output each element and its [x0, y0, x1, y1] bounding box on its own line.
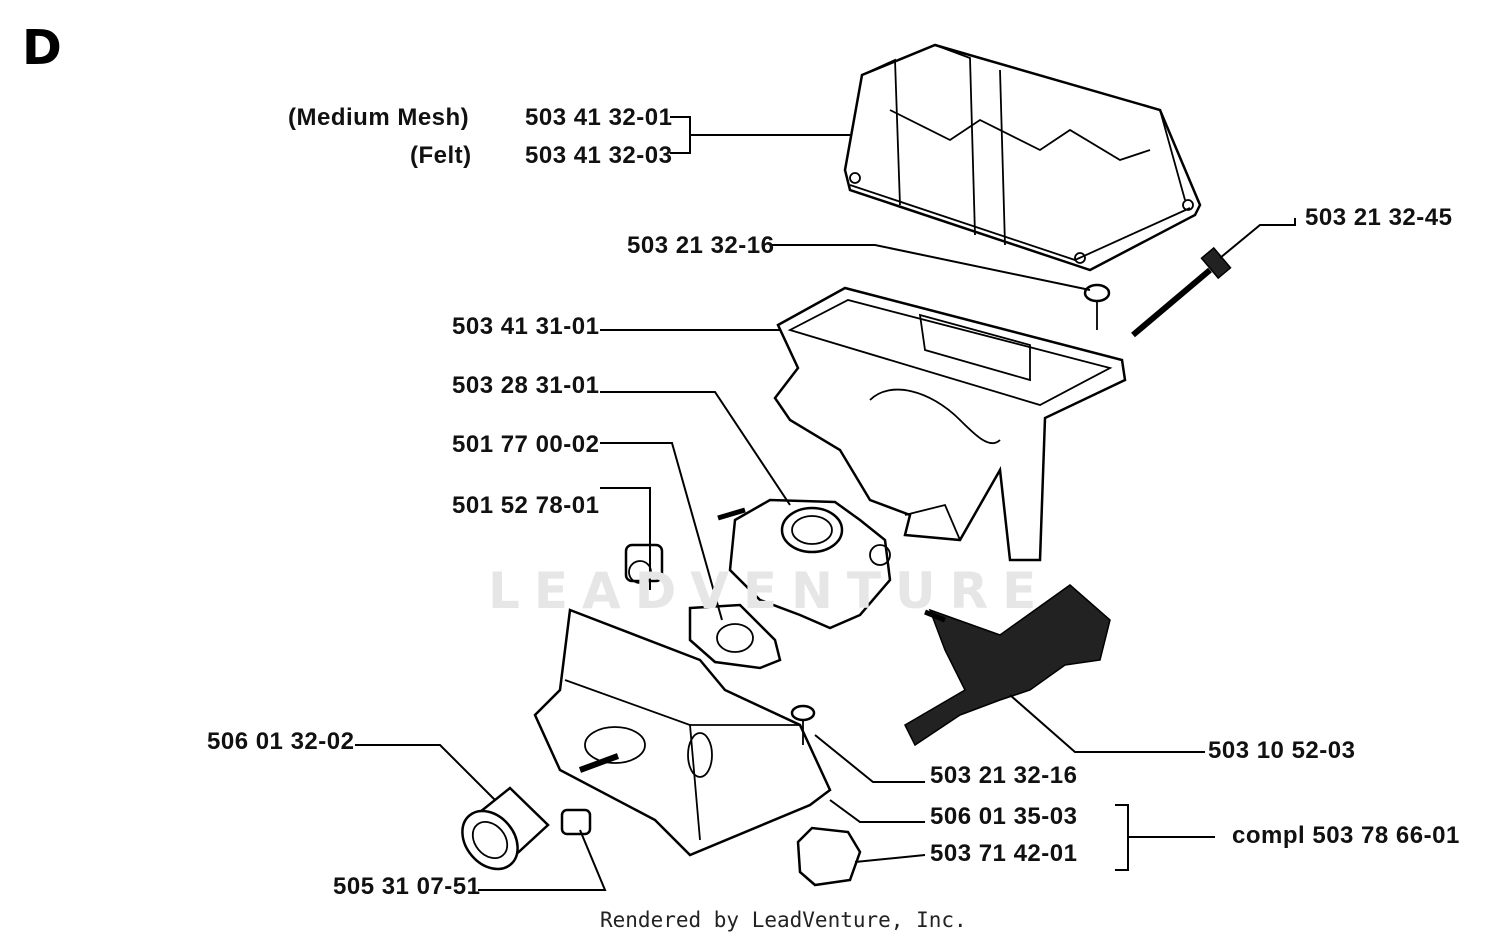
- air-filter-part: [843, 43, 1202, 272]
- long-bolt-part: [1131, 246, 1232, 338]
- carb-housing-part: [533, 608, 832, 857]
- callout-bushing[interactable]: 506 01 32-02: [207, 728, 355, 755]
- callout-nut[interactable]: 501 52 78-01: [452, 492, 600, 519]
- callout-filter-felt[interactable]: 503 41 32-03: [525, 142, 673, 169]
- leader-lines: [355, 116, 1296, 891]
- callout-filter-medium[interactable]: 503 41 32-01: [525, 104, 673, 131]
- callout-filter-felt-note: (Felt): [410, 142, 472, 169]
- sleeve-part: [560, 808, 592, 836]
- callout-filter-medium-note: (Medium Mesh): [288, 104, 470, 131]
- section-letter: D: [22, 20, 62, 76]
- callout-screw-upper[interactable]: 503 21 32-16: [627, 232, 775, 259]
- callout-throttle-trigger[interactable]: 503 10 52-03: [1208, 737, 1356, 764]
- gasket-part: [688, 603, 782, 670]
- callout-filter-holder[interactable]: 503 41 31-01: [452, 313, 600, 340]
- callout-rubber-cap[interactable]: 503 71 42-01: [930, 840, 1078, 867]
- upper-screw-part: [1083, 283, 1111, 330]
- callout-carburetor[interactable]: 503 28 31-01: [452, 372, 600, 399]
- bushing-part: [461, 786, 550, 871]
- footer-credit: Rendered by LeadVenture, Inc.: [600, 908, 967, 932]
- lower-screw-part: [790, 704, 816, 745]
- callout-complete-assembly[interactable]: compl 503 78 66-01: [1232, 822, 1460, 849]
- filter-holder-part: [773, 286, 1127, 562]
- watermark-text: LEADVENTURE: [488, 562, 1051, 620]
- callout-gasket[interactable]: 501 77 00-02: [452, 431, 600, 458]
- callout-screw-lower[interactable]: 503 21 32-16: [930, 762, 1078, 789]
- throttle-trigger-part: [904, 584, 1111, 747]
- callout-sleeve[interactable]: 505 31 07-51: [333, 873, 481, 900]
- rubber-cap-part: [796, 826, 862, 887]
- callout-carb-housing[interactable]: 506 01 35-03: [930, 803, 1078, 830]
- carburetor-part: [717, 498, 892, 630]
- callout-bolt[interactable]: 503 21 32-45: [1305, 204, 1453, 231]
